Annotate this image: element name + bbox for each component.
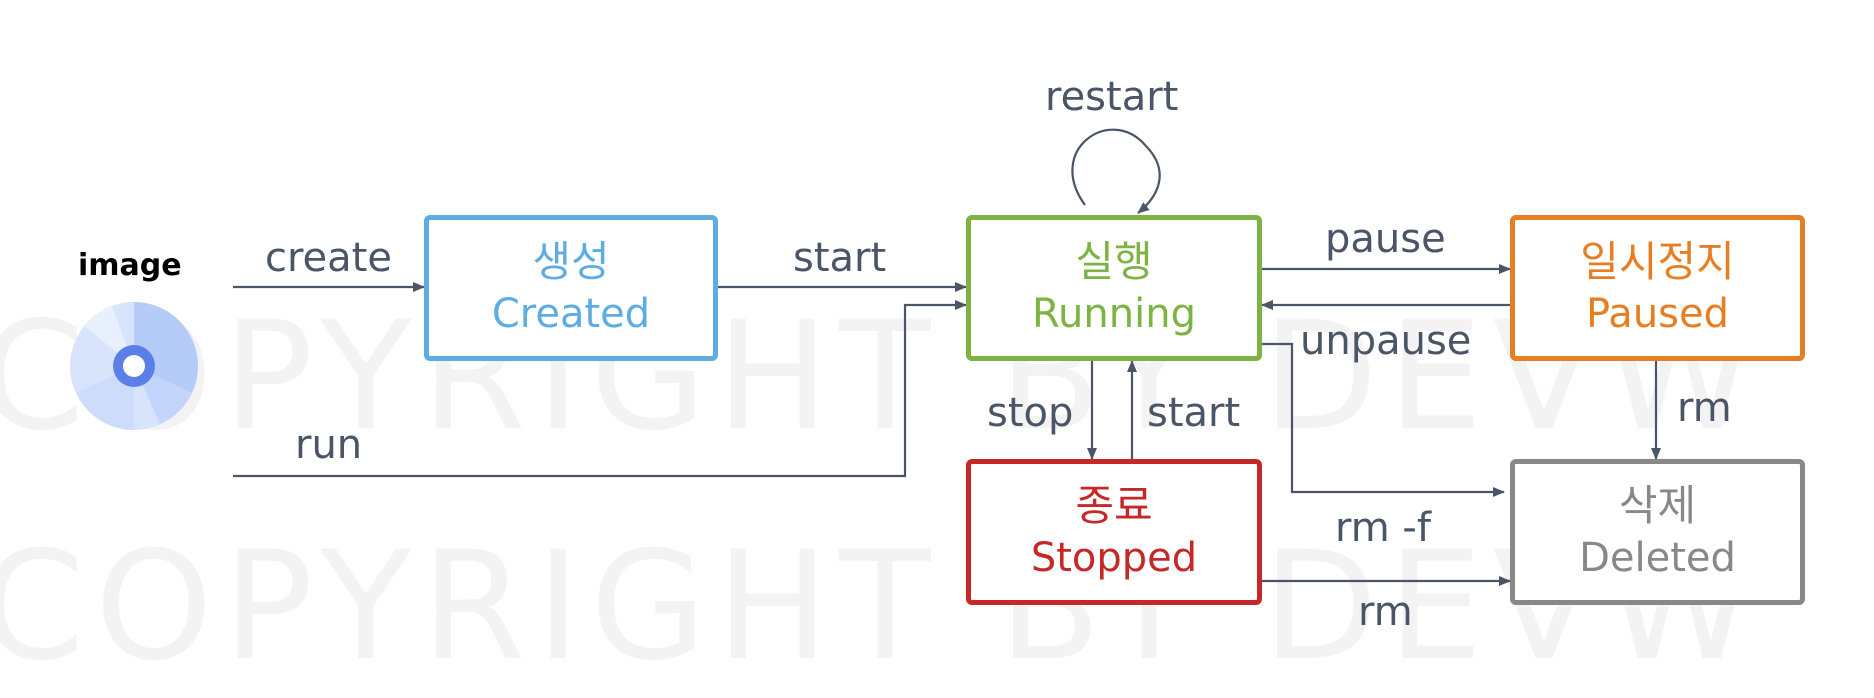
label-start: start	[793, 235, 887, 281]
state-paused-en: Paused	[1585, 291, 1730, 337]
state-running: 실행 Running	[966, 215, 1262, 361]
state-stopped: 종료 Stopped	[966, 459, 1262, 605]
rm-f-arrow	[1262, 342, 1505, 497]
state-paused: 일시정지 Paused	[1510, 215, 1805, 361]
label-pause: pause	[1325, 216, 1446, 262]
state-deleted-en: Deleted	[1579, 535, 1736, 581]
state-stopped-en: Stopped	[1030, 535, 1198, 581]
watermark-text: COPYRIGHT BY DEVW	[0, 520, 1764, 694]
state-created: 생성 Created	[424, 215, 718, 361]
state-paused-ko: 일시정지	[1580, 237, 1735, 286]
run-arrow	[233, 300, 967, 478]
state-stopped-ko: 종료	[1075, 481, 1153, 530]
label-start-back: start	[1147, 390, 1241, 436]
label-stop: stop	[987, 390, 1074, 436]
state-running-ko: 실행	[1075, 237, 1153, 286]
label-rm-paused: rm	[1677, 385, 1732, 431]
label-create: create	[265, 235, 392, 281]
label-unpause: unpause	[1300, 318, 1472, 364]
image-label: image	[78, 248, 182, 283]
watermark-text: COPYRIGHT BY DEVW	[0, 290, 1764, 464]
state-created-en: Created	[491, 291, 651, 337]
state-created-ko: 생성	[532, 237, 610, 286]
restart-loop	[1071, 128, 1161, 214]
label-rm-stopped: rm	[1358, 589, 1413, 635]
label-run: run	[295, 422, 363, 468]
state-deleted-ko: 삭제	[1618, 481, 1697, 530]
state-running-en: Running	[1032, 291, 1196, 337]
label-restart: restart	[1045, 74, 1179, 120]
label-rm-f: rm -f	[1335, 505, 1431, 551]
image-icon	[70, 302, 198, 430]
state-deleted: 삭제 Deleted	[1510, 459, 1805, 605]
